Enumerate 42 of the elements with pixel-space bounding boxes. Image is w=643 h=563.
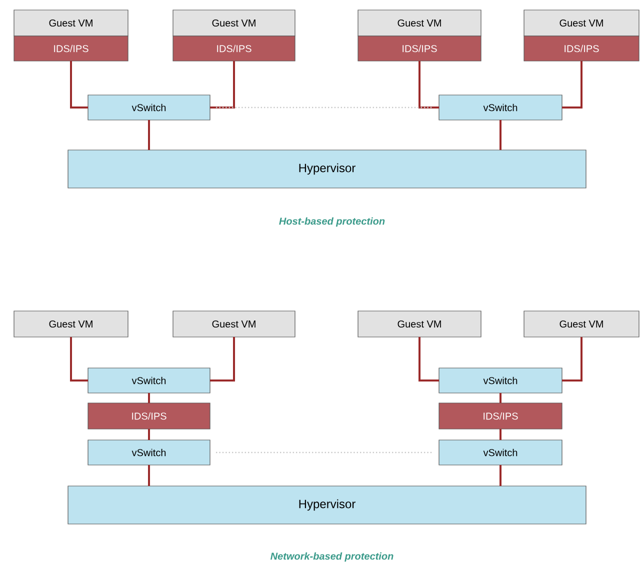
vm-box: Guest VM: [524, 310, 640, 338]
dotted-connector: [216, 106, 433, 108]
connector-line: [562, 337, 582, 382]
ids-box: IDS/IPS: [172, 36, 296, 62]
connector-line: [148, 429, 150, 440]
vm-box: Guest VM: [172, 10, 296, 36]
vm-box: Guest VM: [172, 310, 296, 338]
ids-box: IDS/IPS: [14, 36, 128, 62]
vswitch-box: vSwitch: [88, 94, 210, 120]
connector-line: [70, 337, 88, 382]
vswitch-box: vSwitch: [438, 368, 562, 394]
vswitch-box: vSwitch: [438, 94, 562, 120]
connector-line: [148, 465, 150, 486]
connector-line: [70, 61, 88, 108]
vswitch-box: vSwitch: [438, 440, 562, 466]
vm-box: Guest VM: [14, 10, 128, 36]
vm-box: Guest VM: [14, 310, 128, 338]
vswitch-box: vSwitch: [88, 440, 210, 466]
vm-box: Guest VM: [358, 10, 482, 36]
connector-line: [562, 61, 582, 108]
connector-line: [210, 61, 235, 108]
ids-box: IDS/IPS: [524, 36, 640, 62]
connector-line: [210, 337, 235, 382]
vm-box: Guest VM: [524, 10, 640, 36]
connector-line: [500, 120, 502, 150]
ids-box: IDS/IPS: [88, 402, 210, 430]
connector-line: [500, 429, 502, 440]
connector-line: [500, 465, 502, 486]
connector-line: [500, 393, 502, 403]
dotted-connector: [216, 452, 433, 454]
ids-box: IDS/IPS: [358, 36, 482, 62]
connector-line: [148, 120, 150, 150]
vm-box: Guest VM: [358, 310, 482, 338]
connector-line: [148, 393, 150, 403]
ids-box: IDS/IPS: [438, 402, 562, 430]
connector-line: [418, 61, 439, 108]
caption: Network-based protection: [270, 552, 394, 562]
hypervisor-box: Hypervisor: [68, 150, 586, 188]
connector-line: [418, 337, 439, 382]
vswitch-box: vSwitch: [88, 368, 210, 394]
caption: Host-based protection: [279, 217, 385, 227]
hypervisor-box: Hypervisor: [68, 486, 586, 524]
